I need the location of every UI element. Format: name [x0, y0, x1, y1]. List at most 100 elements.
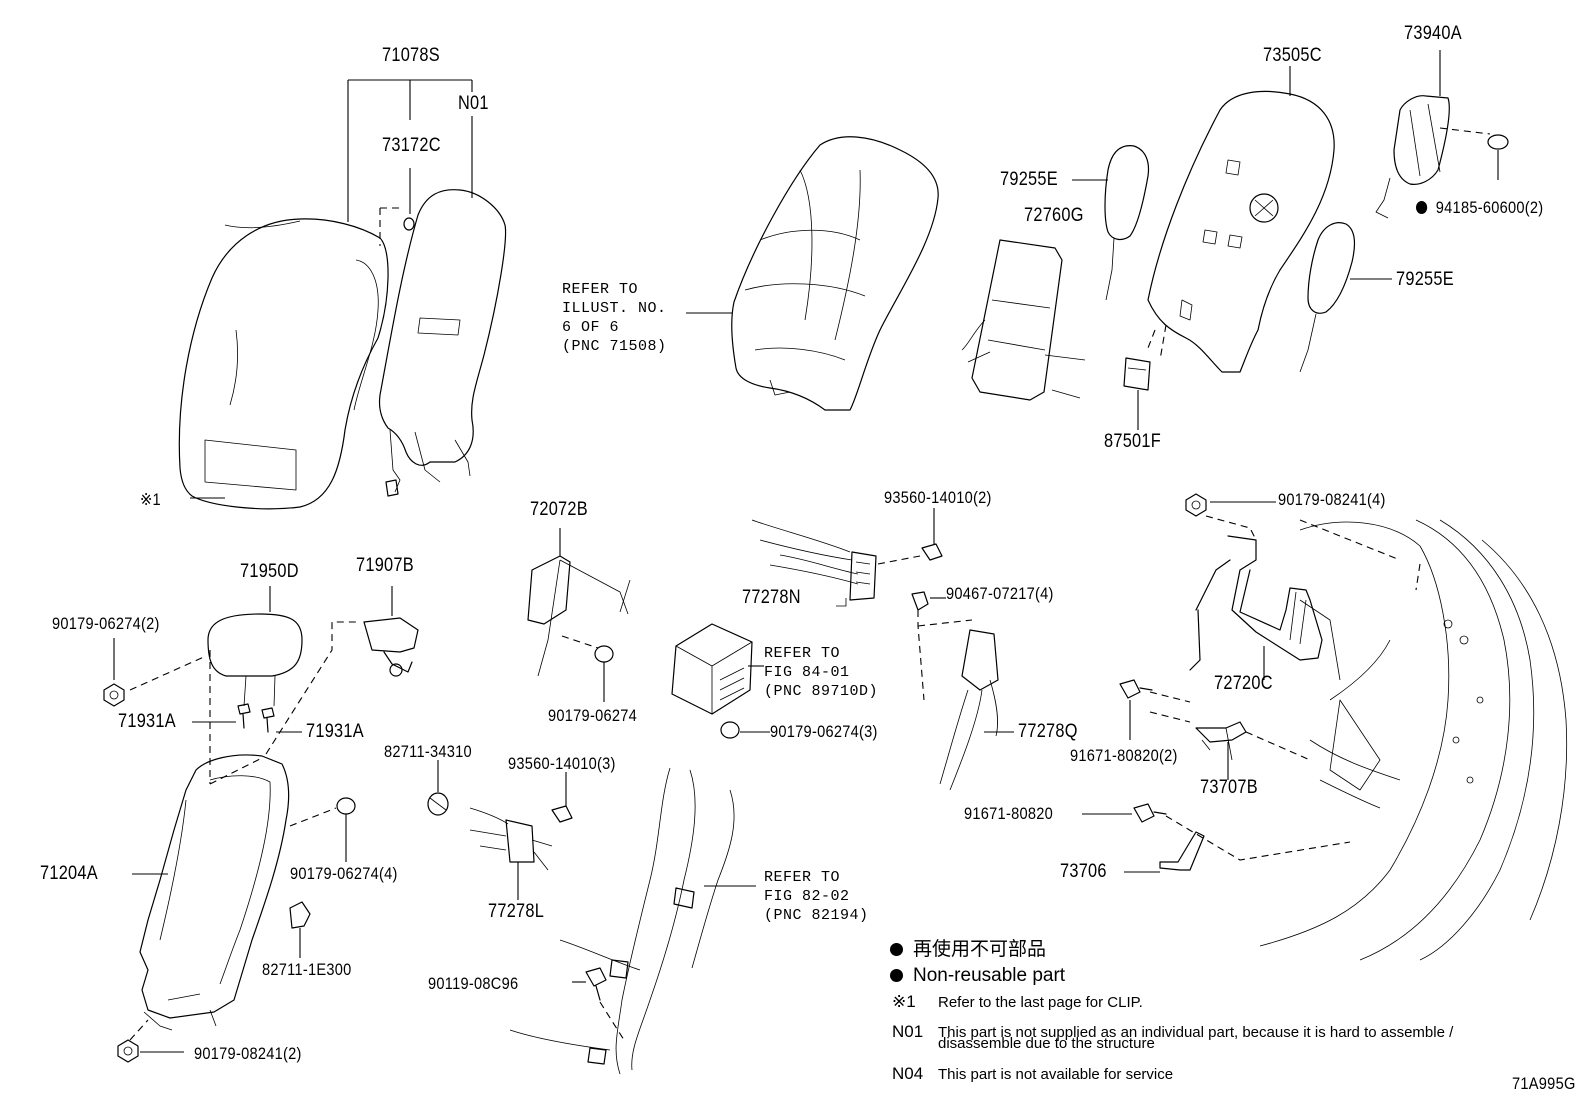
callout-73172c: 73172C [382, 135, 441, 156]
nut-90179-06274 [594, 645, 614, 663]
seat-back-frame-71204a-drawing [139, 754, 290, 1031]
callout-90467-07217-4: 90467-07217(4) [946, 584, 1054, 603]
ref-82-line-2: FIG 82-02 [764, 888, 850, 905]
bullet-dot-icon [890, 943, 903, 956]
non-reusable-dot-icon [1416, 201, 1428, 214]
ref-82-line-3: (PNC 82194) [764, 907, 869, 924]
callout-71950d: 71950D [240, 561, 299, 582]
callout-73505c: 73505C [1263, 45, 1322, 66]
clip-82711-34310 [427, 792, 449, 816]
callout-90119-08c96: 90119-08C96 [428, 974, 519, 993]
callout-90179-06274-3: 90179-06274(3) [770, 722, 878, 741]
callout-82711-1e300: 82711-1E300 [262, 960, 352, 979]
ref-82-line-1: REFER TO [764, 869, 841, 886]
seatback-cover-drawing [178, 218, 389, 510]
callout-91671-80820: 91671-80820 [964, 804, 1054, 823]
ref-71508-line-3: 6 OF 6 [562, 319, 620, 336]
frame-72720c-drawing [1189, 535, 1323, 671]
seat-heater-drawing [961, 239, 1086, 401]
nut-90179-08241-4 [1185, 493, 1207, 517]
seatback-frame-drawing [1147, 90, 1335, 373]
nut-90179-08241-2 [117, 1039, 139, 1063]
callout-90179-08241-4: 90179-08241(4) [1278, 490, 1386, 509]
headrest-lock-drawing [363, 617, 419, 677]
clip-82711-1e300 [289, 901, 311, 929]
callout-79255e-top: 79255E [1000, 169, 1058, 190]
airbag-module-drawing [1375, 95, 1450, 219]
ref-71508-line-1: REFER TO [562, 281, 639, 298]
ref-71508-line-2: ILLUST. NO. [562, 300, 667, 317]
nut-90179-06274-3 [720, 721, 740, 739]
guide-bolts-71931a [237, 703, 275, 733]
harness-82-02-drawing [509, 767, 735, 1075]
callout-93560-14010-2: 93560-14010(2) [884, 488, 992, 507]
clip-90467 [911, 591, 929, 611]
callout-90179-08241-2: 90179-08241(2) [194, 1044, 302, 1063]
callout-72720c: 72720C [1214, 673, 1273, 694]
callout-73940a: 73940A [1404, 23, 1462, 44]
clip-73172c [403, 217, 415, 231]
callout-94185: 94185-60600(2) [1416, 198, 1543, 218]
ref-71508-line-4: (PNC 71508) [562, 338, 667, 355]
legend-n01-cont: disassemble due to the structure [938, 1035, 1155, 1052]
callout-71931a-right: 71931A [306, 721, 364, 742]
bolt-90119-08c96 [585, 967, 607, 1001]
illustration-id: 71A995G [1512, 1074, 1576, 1093]
callout-82711-34310: 82711-34310 [384, 742, 472, 761]
seatback-assy-drawing [731, 136, 939, 411]
clip-93560-14010-3 [551, 805, 573, 823]
reference-pnc-71508: REFER TO ILLUST. NO. 6 OF 6 (PNC 71508) [562, 280, 667, 356]
callout-90179-06274-4: 90179-06274(4) [290, 864, 398, 883]
bracket-72072b-drawing [527, 555, 631, 677]
ecu-module-drawing [671, 623, 753, 715]
seatback-pad-drawing [378, 189, 507, 497]
headrest-support-drawing [207, 613, 303, 707]
reference-fig-84-01: REFER TO FIG 84-01 (PNC 89710D) [764, 644, 878, 701]
callout-73706: 73706 [1060, 861, 1107, 882]
legend-nonreusable-jp: 再使用不可部品 [890, 940, 1046, 960]
callout-90179-06274-2: 90179-06274(2) [52, 614, 160, 633]
callout-72072b: 72072B [530, 499, 588, 520]
callout-91671-80820-2: 91671-80820(2) [1070, 746, 1178, 765]
callout-93560-14010-3: 93560-14010(3) [508, 754, 616, 773]
ref-84-line-2: FIG 84-01 [764, 664, 850, 681]
body-panel-drawing [1259, 519, 1568, 961]
bracket-73706-drawing [1159, 831, 1205, 871]
nut-94185 [1487, 134, 1509, 150]
bracket-73707b-drawing [1195, 721, 1247, 761]
clip-93560-14010-2 [921, 543, 943, 561]
callout-73707b: 73707B [1200, 777, 1258, 798]
callout-71078s: 71078S [382, 45, 440, 66]
callout-77278l: 77278L [488, 901, 545, 922]
reference-fig-82-02: REFER TO FIG 82-02 (PNC 82194) [764, 868, 869, 925]
callout-71931a-left: 71931A [118, 711, 176, 732]
callout-77278q: 77278Q [1018, 721, 1078, 742]
bullet-dot-icon [890, 969, 903, 982]
nut-90179-06274-4 [336, 797, 356, 815]
callout-72760g: 72760G [1024, 205, 1084, 226]
airbag-cushion-left-drawing [1104, 145, 1150, 301]
bolt-91671-80820-2 [1119, 679, 1153, 699]
callout-note-1: ※1 [140, 490, 161, 509]
callout-90179-06274: 90179-06274 [548, 706, 638, 725]
callout-77278n: 77278N [742, 587, 801, 608]
harness-77278n-drawing [751, 519, 877, 607]
callout-n01: N01 [458, 93, 489, 114]
callout-71204a: 71204A [40, 863, 98, 884]
callout-71907b: 71907B [356, 555, 414, 576]
callout-79255e-right: 79255E [1396, 269, 1454, 290]
harness-77278l-drawing [469, 807, 553, 871]
ref-84-line-3: (PNC 89710D) [764, 683, 879, 700]
sensor-87501f-drawing [1123, 357, 1151, 391]
airbag-cushion-right-drawing [1299, 222, 1356, 373]
callout-87501f: 87501F [1104, 431, 1161, 452]
ref-84-line-1: REFER TO [764, 645, 841, 662]
harness-77278q-drawing [939, 629, 999, 791]
nut-90179-06274-2 [103, 683, 125, 707]
bolt-91671-80820 [1133, 803, 1167, 823]
